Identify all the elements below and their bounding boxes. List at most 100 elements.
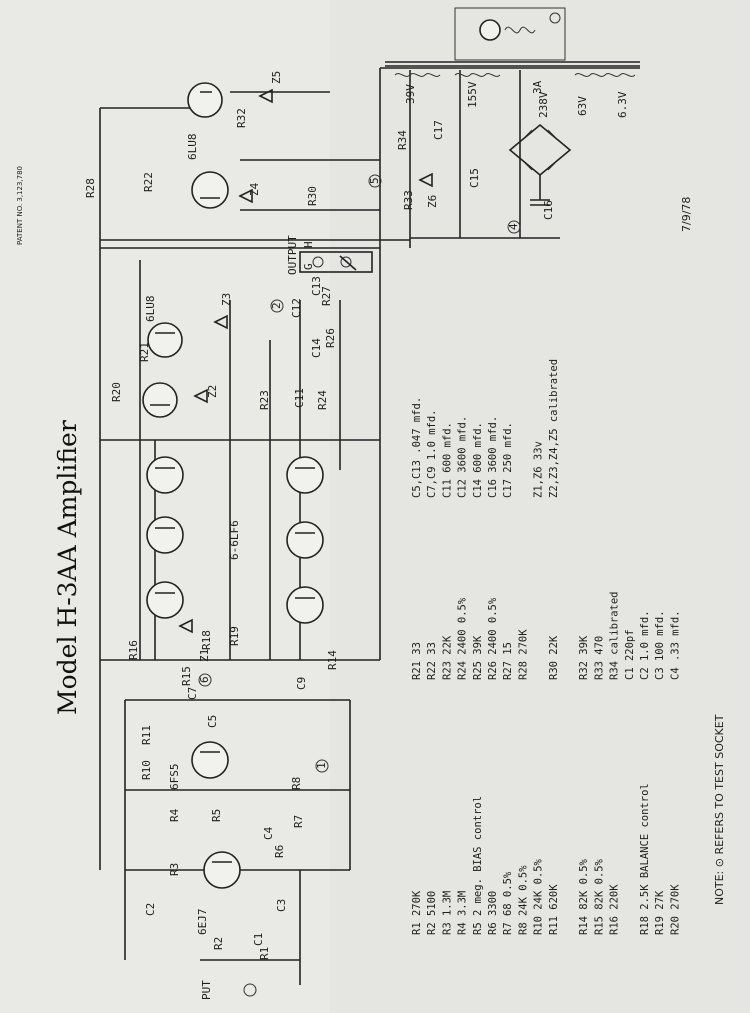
parts-list-row: R32 39K (578, 635, 590, 680)
label-r19: R19 (228, 626, 241, 646)
label-r21: R21 (138, 342, 151, 362)
label-c9: C9 (295, 677, 308, 690)
label-r33: R33 (402, 190, 415, 210)
test-point-6[interactable]: 6 (198, 673, 212, 687)
parts-list-row: R11 620K (548, 884, 560, 935)
voltage-39v: 39V (404, 84, 417, 104)
label-z4: Z4 (248, 182, 261, 196)
parts-list-row: R18 2.5K BALANCE control (639, 783, 651, 935)
label-c7: C7 (186, 687, 199, 700)
input-label: PUT (200, 980, 213, 1000)
schematic-title: Model H-3AA Amplifier (53, 420, 82, 715)
tube-6ej7 (203, 851, 241, 889)
parts-list-row: R10 24K 0.5% (533, 858, 545, 935)
label-r27: R27 (320, 286, 333, 306)
svg-text:6: 6 (198, 676, 211, 683)
svg-text:4: 4 (507, 223, 520, 230)
test-point-4[interactable]: 4 (507, 220, 521, 234)
label-c17: C17 (432, 120, 445, 140)
label-c5: C5 (206, 715, 219, 728)
label-r1: R1 (258, 947, 271, 960)
ac-plug-icon (549, 12, 561, 24)
parts-list-row: R14 82K 0.5% (578, 858, 590, 935)
parts-list-column-3: C5,C13 .047 mfd.C7,C9 1.0 mfd.C11 600 mf… (411, 359, 560, 498)
tube-6lf6-label: 6-6LF6 (228, 520, 241, 560)
input-jack-icon[interactable] (243, 983, 257, 997)
schematic-date: 7/9/78 (680, 197, 693, 232)
label-r2: R2 (212, 937, 225, 950)
label-c2: C2 (144, 903, 157, 916)
parts-list-row: C3 100 mfd. (654, 610, 666, 680)
parts-list-row: R33 470 (593, 636, 605, 680)
label-r16: R16 (127, 640, 140, 660)
fuse-lamp-icon (479, 19, 501, 41)
tube-6lf6-bank (146, 456, 324, 624)
label-r5: R5 (210, 809, 223, 822)
parts-list-row: R34 calibrated (609, 591, 621, 680)
parts-list-row: R8 24K 0.5% (517, 865, 529, 935)
voltage-63v: 63V (576, 96, 589, 116)
parts-list-row: C7,C9 1.0 mfd. (426, 409, 438, 498)
label-r14: R14 (326, 650, 339, 670)
voltage-6-3v: 6.3V (616, 91, 629, 118)
label-r32: R32 (235, 108, 248, 128)
fuse-3a: 3A (531, 80, 544, 94)
voltage-238v: 238V (537, 91, 550, 118)
test-point-1[interactable]: 1 (315, 759, 329, 773)
label-r7: R7 (292, 815, 305, 828)
label-c11: C11 (293, 388, 306, 408)
zener-symbols (178, 88, 433, 634)
parts-list-row: R23 22K (441, 635, 453, 680)
label-r24: R24 (316, 390, 329, 410)
parts-list-row: R24 2400 0.5% (457, 597, 469, 680)
parts-list-row: R20 270K (669, 884, 681, 935)
label-r15: R15 (180, 666, 193, 686)
parts-list-row: R27 15 (502, 642, 514, 680)
label-r34: R34 (396, 130, 409, 150)
label-r8: R8 (290, 777, 303, 790)
parts-list-row: Z2,Z3,Z4,Z5 calibrated (548, 359, 560, 498)
tube-6lu8-upper (187, 82, 229, 209)
label-r4: R4 (168, 808, 181, 822)
parts-list-row: R25 39K (472, 635, 484, 680)
parts-list-row: C1 220pf (624, 629, 636, 680)
label-r3: R3 (168, 863, 181, 876)
parts-list-row: C16 3600 mfd. (487, 416, 499, 498)
tube-6lu8-lower-label: 6LU8 (144, 296, 157, 323)
parts-list-row: Z1,Z6 33v (533, 441, 545, 498)
tube-6fs5 (191, 741, 229, 779)
label-c14: C14 (310, 338, 323, 358)
label-z2: Z2 (206, 385, 219, 398)
parts-list-row: R21 33 (411, 642, 423, 680)
parts-list-row: C14 600 mfd. (472, 422, 484, 498)
label-c12: C12 (290, 298, 303, 318)
output-h-label: H (302, 241, 315, 248)
label-r6: R6 (273, 845, 286, 858)
test-point-5[interactable]: 5 (368, 174, 382, 188)
tube-6lu8-upper-label: 6LU8 (186, 134, 199, 161)
parts-list-row: C17 250 mfd. (502, 422, 514, 498)
output-terminal[interactable] (299, 251, 373, 273)
test-point-2[interactable]: 2 (270, 299, 284, 313)
label-z3: Z3 (220, 293, 233, 306)
transformer-core (385, 61, 640, 67)
label-c4: C4 (262, 826, 275, 840)
parts-list-row: R15 82K 0.5% (593, 858, 605, 935)
parts-list-row: R4 3.3M (457, 891, 469, 935)
label-r30: R30 (306, 186, 319, 206)
parts-list-row: C4 .33 mfd. (669, 610, 681, 680)
parts-list-row: C5,C13 .047 mfd. (411, 397, 423, 498)
bridge-rectifier (508, 123, 572, 206)
parts-list-row: C11 600 mfd. (441, 422, 453, 498)
output-g-label: G (302, 263, 315, 270)
label-z6: Z6 (426, 195, 439, 208)
svg-text:5: 5 (368, 177, 381, 184)
label-r18: R18 (200, 630, 213, 650)
label-r28: R28 (84, 178, 97, 198)
parts-list-row: R19 27K (654, 890, 666, 935)
label-z1: Z1 (198, 649, 211, 662)
